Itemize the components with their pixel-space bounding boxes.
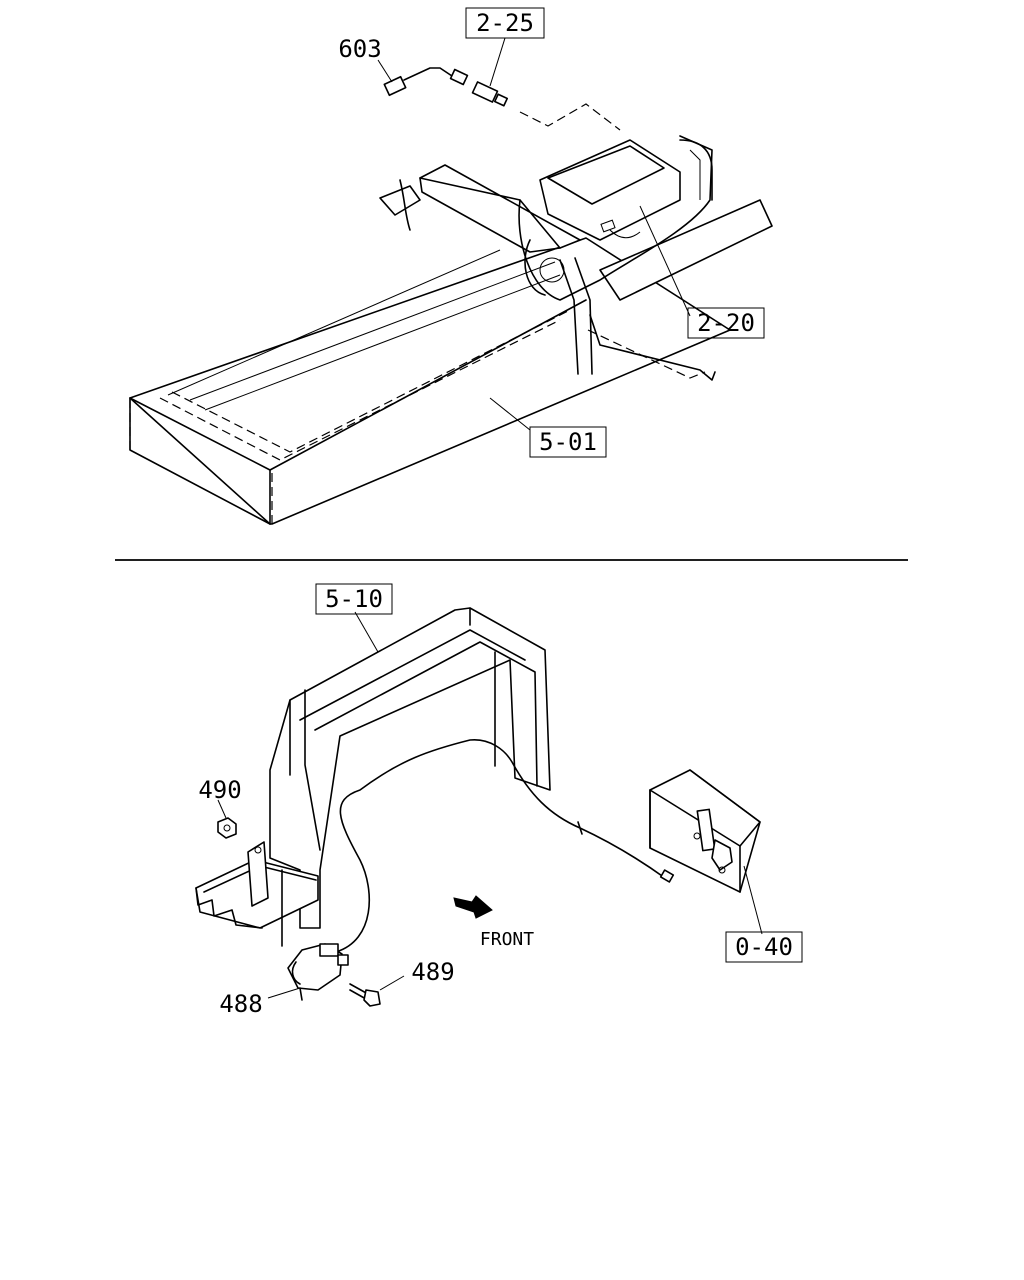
ref-box-2-25	[465, 7, 545, 39]
part-490: 490	[198, 776, 241, 804]
right-rail	[599, 199, 773, 301]
leader-2-25	[489, 37, 506, 87]
leader-0-40	[743, 865, 763, 935]
leader-5-10	[354, 611, 379, 653]
cab-bracket	[195, 607, 551, 947]
ref-box-2-20	[687, 307, 765, 339]
ref-0-40: 0-40	[735, 933, 793, 961]
speed-sensor	[471, 81, 509, 107]
frame-assembly	[129, 67, 773, 525]
harness-603	[383, 67, 469, 97]
ref-5-01: 5-01	[539, 428, 597, 456]
ref-2-20: 2-20	[697, 309, 755, 337]
ref-5-10: 5-10	[325, 585, 383, 613]
transmission-housing	[379, 135, 713, 301]
part-489: 489	[411, 958, 454, 986]
front-label: FRONT	[480, 929, 534, 950]
part-488: 488	[219, 990, 262, 1018]
ref-box-5-01	[529, 426, 607, 458]
wiring-harness	[335, 739, 666, 953]
nut-490	[217, 817, 237, 839]
cross-member	[419, 164, 581, 249]
frame-rail-top	[129, 237, 731, 525]
bolt-489	[349, 983, 381, 1007]
ref-box-0-40	[725, 931, 803, 963]
leader-603	[377, 59, 393, 83]
ref-2-25: 2-25	[476, 9, 534, 37]
ref-box-5-10	[315, 583, 393, 615]
part-603: 603	[338, 35, 381, 63]
switch-488	[287, 943, 349, 1001]
leader-488	[267, 987, 301, 999]
leader-5-01	[489, 397, 531, 431]
controller-box	[649, 769, 761, 893]
leader-489	[379, 975, 405, 991]
leader-490	[217, 799, 227, 819]
front-arrow	[453, 895, 493, 919]
leader-2-20	[639, 205, 691, 317]
